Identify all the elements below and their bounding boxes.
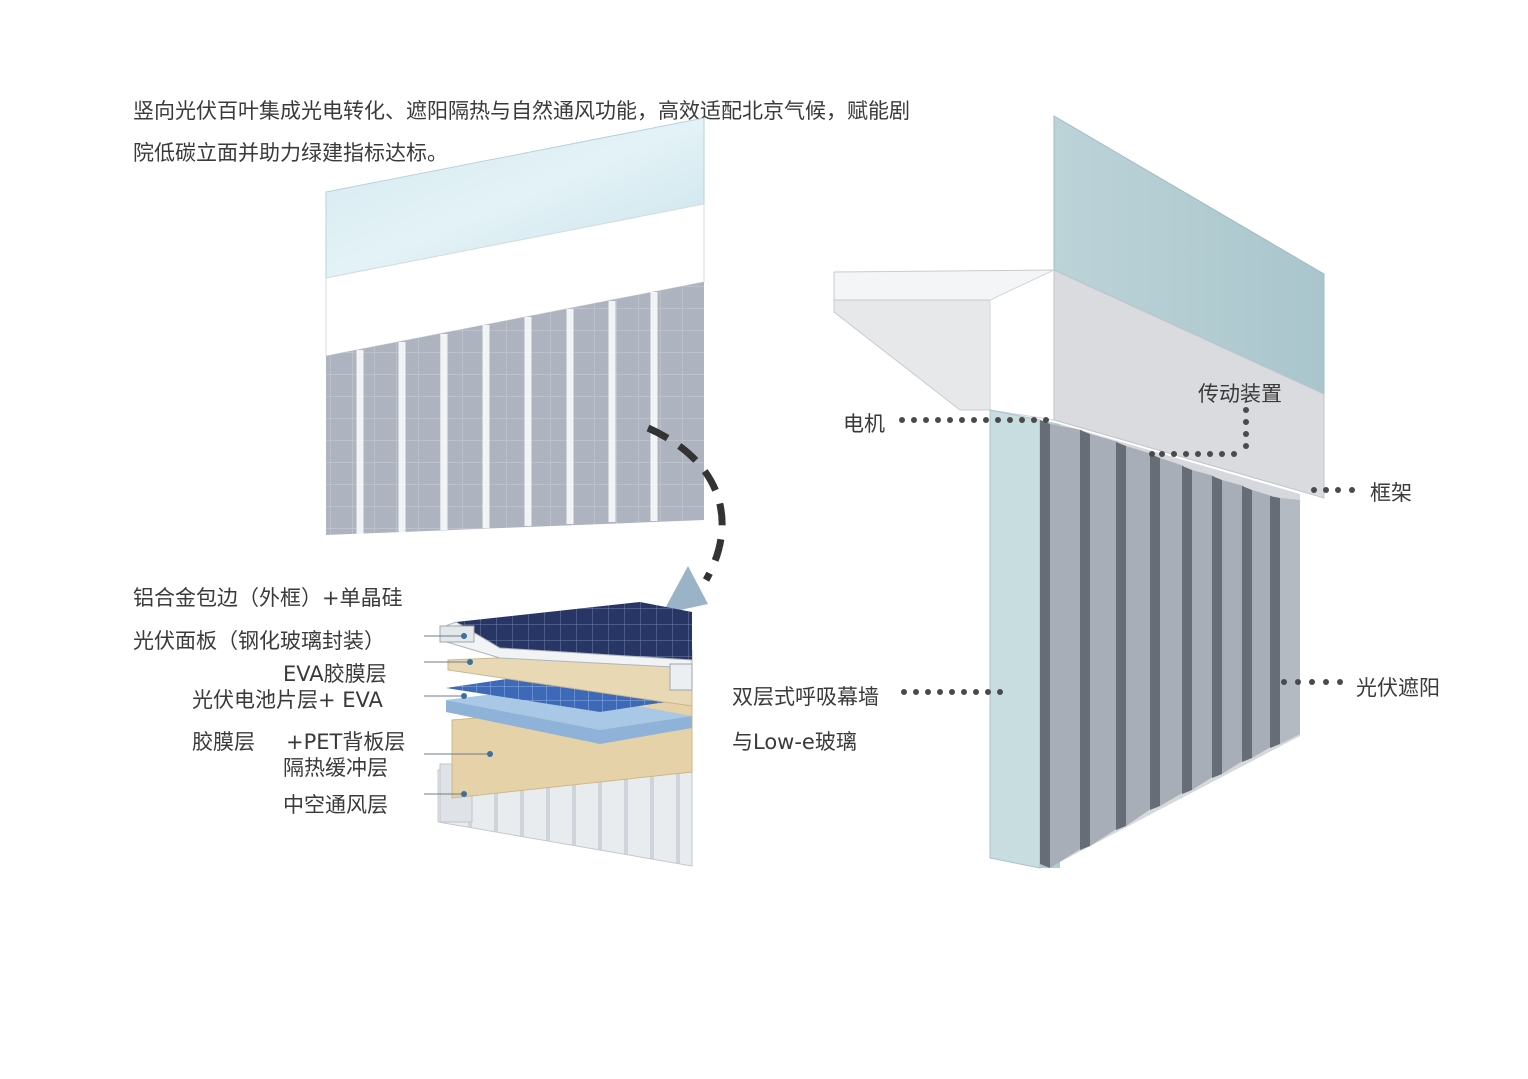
callout-drive: 传动装置 — [1198, 382, 1282, 406]
facade-section-3d — [833, 115, 1355, 869]
layer-pet-top — [446, 688, 692, 730]
leader-curtain — [901, 689, 1003, 695]
intro-text: 竖向光伏百叶集成光电转化、遮阳隔热与自然通风功能，高效适配北京气候，赋能剧 院低… — [133, 90, 1033, 174]
label-backsheet-b: +PET背板层 — [286, 730, 406, 754]
leader-motor — [899, 417, 1049, 423]
callout-frame: 框架 — [1370, 481, 1412, 505]
callout-pv-shade: 光伏遮阳 — [1356, 676, 1440, 700]
layer-leaders — [424, 635, 490, 795]
label-cells: 光伏电池片层+ EVA — [192, 688, 383, 712]
intro-line-2: 院低碳立面并助力绿建指标达标。 — [133, 141, 448, 165]
layer-alu-frame-end — [439, 625, 475, 643]
pv-panel-layers — [424, 602, 693, 867]
leader-drive — [1149, 407, 1249, 457]
section-frame-box — [1053, 269, 1325, 499]
callout-motor: 电机 — [843, 412, 885, 436]
label-alu-frame: 铝合金包边（外框）+单晶硅 — [133, 586, 403, 610]
section-leaders — [899, 407, 1355, 695]
layer-alu-frame-corner — [669, 663, 693, 691]
section-beam-underside — [833, 299, 991, 411]
detail-arrow-head — [662, 566, 708, 614]
layer-pv-glass — [456, 602, 692, 660]
label-backsheet-a: 胶膜层 — [192, 730, 255, 754]
label-eva: EVA胶膜层 — [283, 662, 387, 686]
intro-line-1: 竖向光伏百叶集成光电转化、遮阳隔热与自然通风功能，高效适配北京气候，赋能剧 — [133, 99, 910, 123]
detail-arrow-path — [646, 424, 726, 582]
section-curtain-glass — [989, 409, 1041, 869]
layer-cells — [446, 674, 692, 712]
callout-curtain-line2: 与Low-e玻璃 — [732, 730, 857, 754]
label-insulation: 隔热缓冲层 — [283, 756, 388, 780]
leader-frame — [1311, 487, 1355, 493]
leader-pv-shade — [1281, 679, 1343, 685]
layer-leader-dots — [461, 633, 493, 797]
label-pv-panel: 光伏面板（钢化玻璃封装） — [133, 629, 385, 653]
section-pv-fins — [1040, 420, 1300, 868]
label-hollow: 中空通风层 — [283, 793, 388, 817]
callout-curtain-line1: 双层式呼吸幕墙 — [732, 685, 879, 709]
layer-pet-side — [446, 700, 692, 744]
facade-overview — [325, 117, 726, 614]
facade-louver-dividers — [356, 292, 658, 534]
